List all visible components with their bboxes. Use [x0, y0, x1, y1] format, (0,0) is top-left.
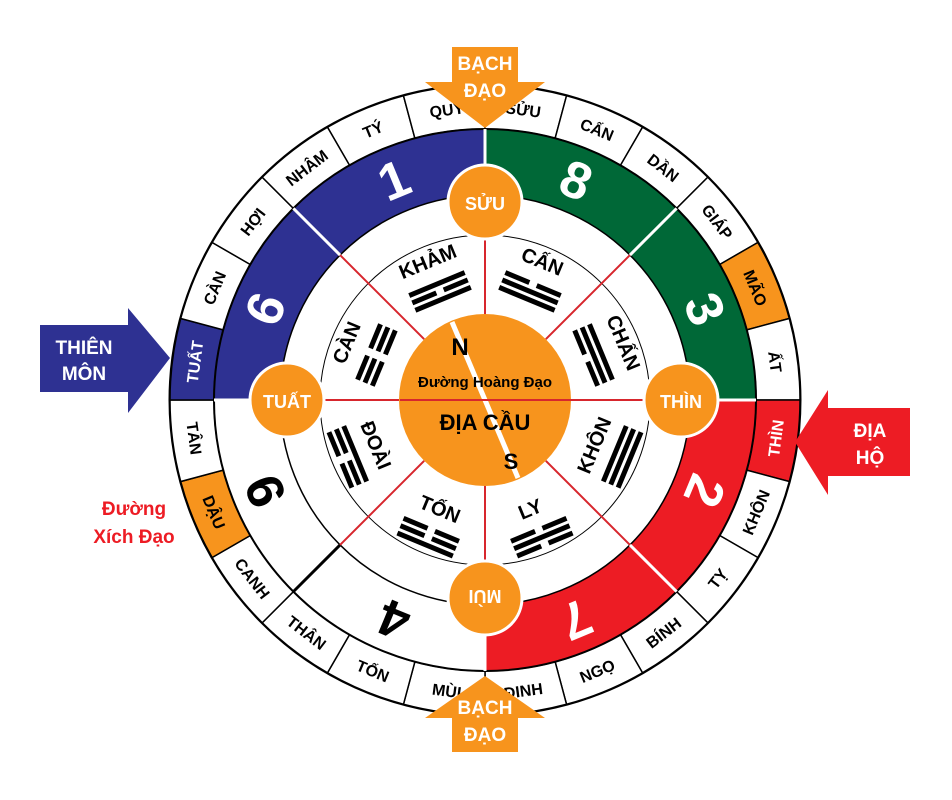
trigram-bars [355, 323, 398, 387]
arrow-bottom-line1: BẠCH [458, 698, 513, 719]
trigram-bar [341, 425, 369, 483]
cardinal-right-label: THÌN [660, 391, 702, 412]
outer-label: ẤT [764, 350, 786, 374]
trigram-bar-segment [383, 329, 398, 356]
trigram-bars [396, 516, 460, 559]
earth-center: N Đường Hoàng Đạo ĐỊA CẦU S [399, 314, 571, 486]
inner-spoke [339, 460, 425, 546]
trigram-bar-segment [433, 529, 460, 544]
trigram-bar [608, 428, 636, 486]
earth-title: ĐỊA CẦU [440, 410, 531, 435]
trigram-bar-segment [442, 277, 469, 293]
trigram-bar-segment [399, 523, 426, 538]
outer-label: TÂN [182, 421, 205, 456]
band-divider [628, 543, 678, 593]
outer-ring-label: MÙI [431, 680, 463, 703]
cardinal-bottom-label: MÙI [469, 586, 502, 607]
arrow-left-line1: THIÊN [56, 337, 113, 359]
band-divider [292, 543, 342, 593]
trigram-bar-segment [402, 516, 429, 531]
trigram-bar [615, 431, 644, 489]
trigram-bar-segment [411, 290, 438, 306]
arrow-top-line2: ĐẠO [464, 81, 506, 102]
outer-ring-label: ẤT [764, 350, 786, 374]
band-divider [292, 207, 342, 257]
outer-ring-label: TÂN [182, 421, 205, 456]
equator-label-line1: Đường [102, 499, 166, 520]
arrow-right: ĐỊA HỘ [795, 390, 910, 495]
cardinal-bottom: MÙI [446, 559, 524, 637]
trigram-bar-segment [334, 428, 349, 455]
arrow-bottom: BẠCH ĐẠO [425, 676, 545, 752]
trigram-bar [396, 530, 454, 559]
inner-spoke [545, 460, 631, 546]
trigram-bar-segment [347, 459, 362, 486]
arrow-top: BẠCH ĐẠO [425, 47, 545, 128]
trigram-bar [513, 523, 571, 551]
cardinal-left-label: TUẤT [263, 391, 311, 412]
trigram-bar [498, 285, 556, 313]
color-band-segment [485, 129, 756, 400]
trigram-bar-segment [510, 529, 537, 544]
trigram-bar-segment [572, 329, 587, 356]
trigram-bars [601, 425, 644, 489]
trigram-bar [579, 326, 608, 384]
trigram-bar-segment [535, 283, 562, 298]
trigram-bar [587, 323, 615, 381]
cardinal-top: SỬU [446, 163, 524, 241]
color-band-segment [214, 129, 485, 400]
arrow-left: THIÊN MÔN [40, 308, 170, 413]
trigram-bar-segment [541, 516, 568, 531]
arrow-bottom-line2: ĐẠO [464, 725, 506, 746]
equator-label-line2: Xích Đạo [93, 527, 174, 548]
outer-ring-label: THÌN [764, 419, 788, 458]
equator-label: Đường Xích Đạo [93, 499, 174, 548]
trigram-bar-segment [370, 360, 385, 387]
trigram-bar [414, 285, 472, 313]
outer-label: MÙI [431, 680, 463, 703]
cardinal-circles: SỬU THÌN MÙI TUẤT [248, 163, 720, 637]
trigram-bar-segment [547, 530, 574, 546]
cardinal-right: THÌN [642, 361, 720, 439]
trigram-bars [408, 270, 472, 313]
trigram-bar [501, 277, 559, 306]
arrow-top-line1: BẠCH [458, 54, 513, 75]
inner-spoke [339, 254, 425, 340]
trigram-bar-segment [375, 326, 391, 353]
trigram-bar [601, 425, 629, 483]
trigram-bars [498, 270, 562, 313]
arrow-right-line1: ĐỊA [854, 421, 887, 442]
trigram-bar-segment [516, 543, 543, 559]
trigram-bars [326, 425, 369, 489]
trigram-bars [510, 516, 574, 559]
north-label: N [451, 334, 468, 361]
arrow-left-line2: MÔN [62, 363, 106, 385]
trigram-bar-segment [585, 360, 600, 387]
trigram-bar-segment [339, 462, 355, 489]
band-divider [628, 207, 678, 257]
cardinal-top-label: SỬU [465, 193, 505, 214]
trigram-bar-segment [355, 354, 370, 381]
color-band-segment [485, 400, 756, 671]
trigram-bar-segment [368, 323, 383, 350]
trigram-bar-segment [362, 357, 378, 384]
south-label: S [504, 449, 519, 474]
outer-label: THÌN [764, 419, 788, 458]
divider-lines [214, 129, 756, 671]
color-band-segment [214, 400, 485, 671]
ecliptic-label: Đường Hoàng Đạo [418, 374, 552, 391]
arrow-right-line2: HỘ [856, 447, 885, 469]
trigram-bar-segment [326, 431, 342, 458]
trigram-bars [572, 323, 615, 387]
trigram-bar [408, 270, 466, 298]
trigram-bar-segment [430, 536, 457, 551]
inner-spoke [545, 254, 631, 340]
trigram-bar-segment [504, 270, 531, 285]
cardinal-left: TUẤT [248, 361, 326, 439]
